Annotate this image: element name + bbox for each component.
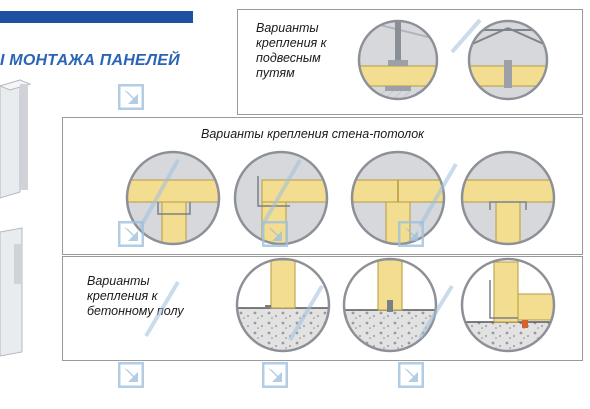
watermark-marks <box>138 18 482 342</box>
circle-detail-icon <box>342 257 438 353</box>
arrow-corner-icon <box>118 84 144 110</box>
arrow-corner-icon <box>118 221 144 247</box>
arrow-corner-icon <box>398 362 424 388</box>
arrow-corner-icon <box>262 362 288 388</box>
panel-ceiling-label: Варианты крепления к подвесным путям <box>256 21 327 81</box>
top-accent-bar <box>0 11 193 23</box>
circle-detail-icon <box>125 150 221 246</box>
panel-wall-label: Варианты крепления стена-потолок <box>201 127 425 141</box>
arrow-corner-icon <box>262 221 288 247</box>
floor-label-line-2: крепления к <box>87 289 158 303</box>
circle-detail-icon <box>467 19 549 101</box>
floor-label-line-1: Варианты <box>87 274 150 288</box>
product-image-top <box>0 79 32 199</box>
ceiling-label-line-1: Варианты <box>256 21 319 35</box>
circle-detail-icon <box>460 150 556 246</box>
ceiling-label-line-3: подвесным <box>256 51 321 65</box>
circle-detail-icon <box>357 19 439 101</box>
page-heading: I МОНТАЖА ПАНЕЛЕЙ <box>0 52 180 69</box>
circle-detail-icon <box>460 257 556 353</box>
ceiling-label-line-4: путям <box>256 66 295 80</box>
arrow-corner-icon <box>118 362 144 388</box>
arrow-corner-icon <box>398 221 424 247</box>
ceiling-label-line-2: крепления к <box>256 36 327 50</box>
circle-detail-icon <box>235 257 331 353</box>
product-image-bottom <box>0 227 23 357</box>
